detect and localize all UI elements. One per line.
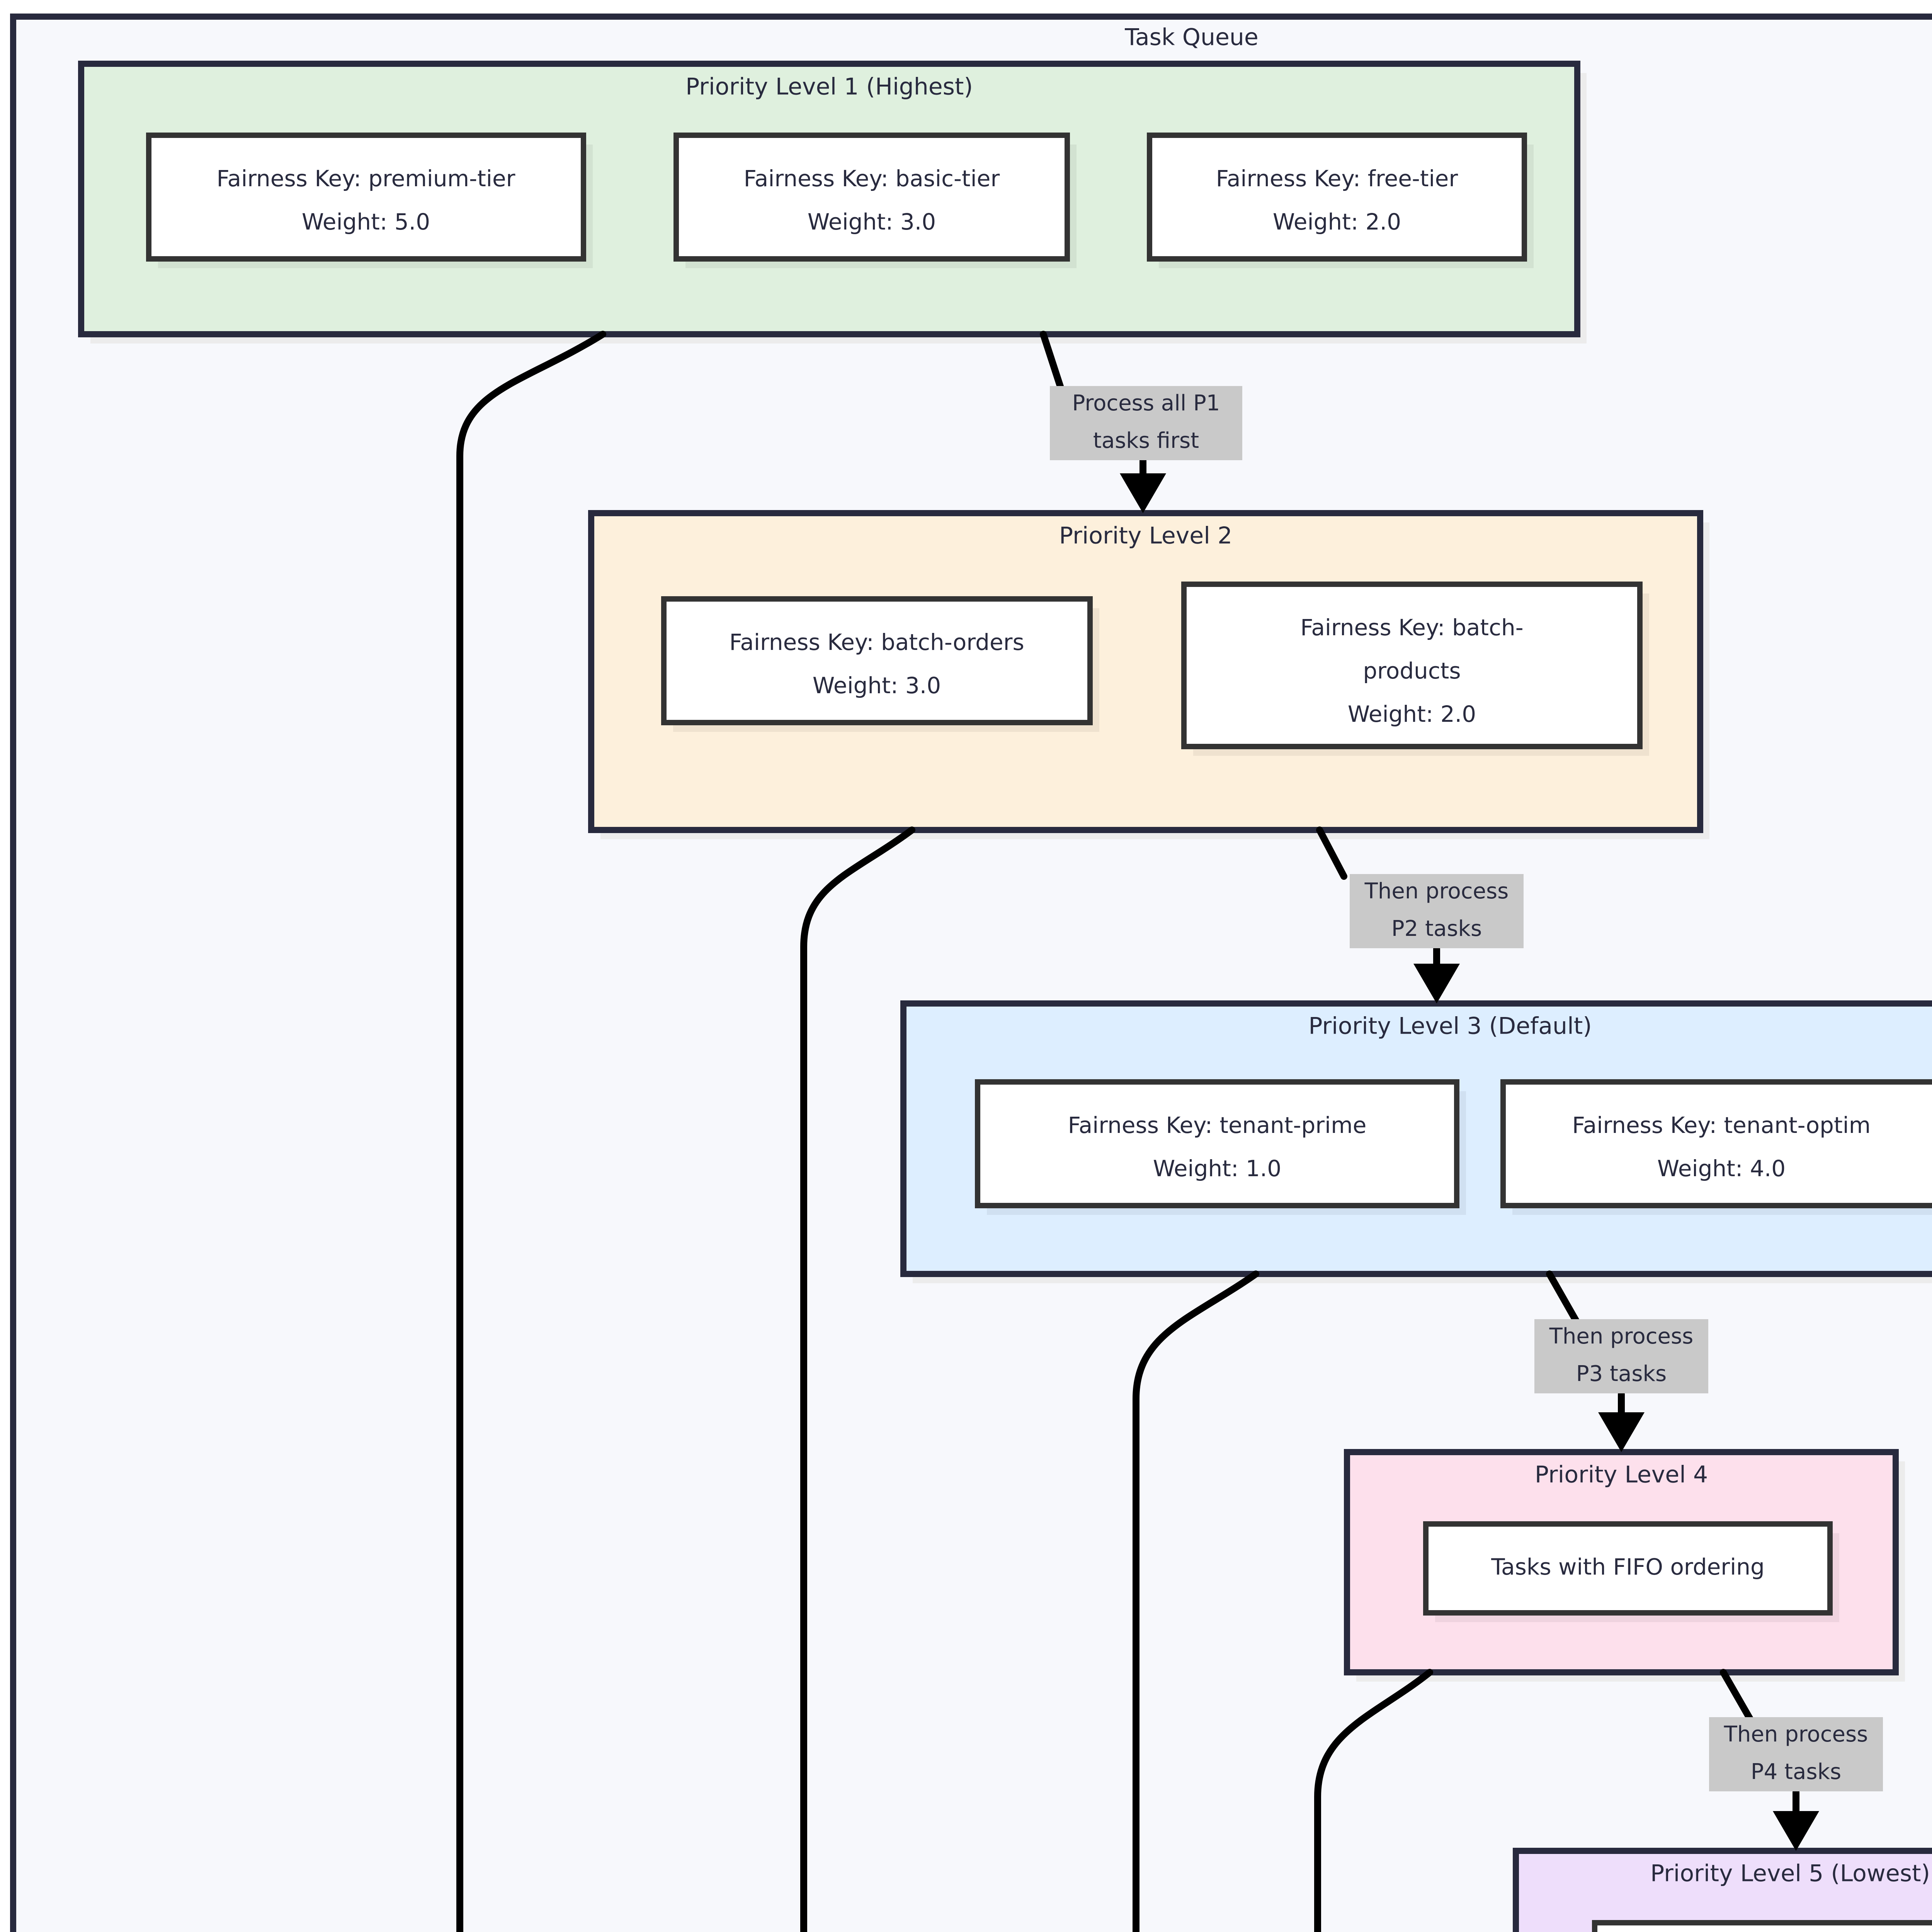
edge-p4-to-workers [1314, 1669, 1433, 1932]
node-p2n1-line1: Weight: 3.0 [813, 672, 941, 699]
edge-label-e3-line1: P3 tasks [1576, 1361, 1667, 1386]
node-p3n1-line1: Weight: 1.0 [1153, 1155, 1281, 1182]
node-p3n2-line0: Fairness Key: tenant-optim [1572, 1112, 1871, 1138]
node-p1n2[interactable] [673, 133, 1070, 262]
edge-p2-to-workers [800, 827, 915, 1932]
node-p3n2[interactable] [1500, 1079, 1932, 1208]
node-p2n2-line0: Fairness Key: batch- [1300, 614, 1523, 641]
node-p1n3-line0: Fairness Key: free-tier [1216, 165, 1458, 192]
cluster-p5-label: Priority Level 5 (Lowest) [1650, 1860, 1930, 1887]
node-p3n1-line0: Fairness Key: tenant-prime [1068, 1112, 1367, 1138]
edge-label-box-e3 [1534, 1319, 1708, 1393]
cluster-p5[interactable] [1513, 1848, 1932, 1932]
node-p1n3[interactable] [1147, 133, 1527, 262]
arrowhead-p1-p2 [1120, 473, 1166, 513]
arrowhead-p2-p3 [1413, 964, 1460, 1003]
node-p4n1[interactable] [1423, 1521, 1833, 1616]
edge-label-e3-line0: Then process [1549, 1324, 1694, 1349]
edge-p1-to-p2-upper [1040, 331, 1064, 391]
node-p3n2-line1: Weight: 4.0 [1657, 1155, 1786, 1182]
node-p2n2-line1: products [1363, 658, 1461, 684]
node-p2n2-line2: Weight: 2.0 [1348, 701, 1476, 727]
edge-label-box-e4 [1709, 1717, 1883, 1791]
edge-p2-to-p3-upper [1316, 827, 1347, 880]
node-p5n1[interactable] [1592, 1920, 1932, 1932]
edge-label-e2-line1: P2 tasks [1391, 916, 1482, 941]
edge-label-e1-line0: Process all P1 [1072, 391, 1220, 416]
node-p2n1-line0: Fairness Key: batch-orders [729, 629, 1024, 655]
cluster-p2-label: Priority Level 2 [1059, 522, 1232, 549]
diagram-title: Task Queue [1124, 24, 1259, 51]
node-p1n1-line1: Weight: 5.0 [302, 209, 430, 235]
node-p3n1[interactable] [975, 1079, 1459, 1208]
node-p1n1-line0: Fairness Key: premium-tier [216, 165, 515, 192]
edge-label-box-e2 [1350, 874, 1524, 948]
node-p1n1[interactable] [146, 133, 586, 262]
cluster-p4-label: Priority Level 4 [1535, 1461, 1708, 1488]
arrowhead-p4-p5 [1773, 1811, 1819, 1851]
node-p1n3-line1: Weight: 2.0 [1273, 209, 1401, 235]
cluster-p1-label: Priority Level 1 (Highest) [685, 73, 973, 100]
node-p2n1[interactable] [661, 596, 1093, 725]
node-p1n2-line0: Fairness Key: basic-tier [744, 165, 1000, 192]
edge-p3-to-workers [1133, 1270, 1259, 1932]
node-p4n1-line0: Tasks with FIFO ordering [1491, 1554, 1765, 1580]
node-p2n2[interactable] [1181, 582, 1643, 749]
edge-label-e4-line1: P4 tasks [1751, 1759, 1841, 1784]
arrowhead-p3-p4 [1598, 1412, 1645, 1452]
edge-label-box-e1 [1050, 386, 1242, 460]
edge-p3-to-p4-upper [1546, 1270, 1580, 1325]
edge-label-e4-line0: Then process [1724, 1722, 1868, 1747]
edge-p4-to-p5-upper [1720, 1669, 1754, 1723]
edge-label-e2-line0: Then process [1364, 879, 1509, 904]
edge-label-e1-line1: tasks first [1093, 428, 1199, 453]
cluster-p3-label: Priority Level 3 (Default) [1308, 1013, 1592, 1040]
edge-p1-to-workers [456, 331, 606, 1932]
node-p1n2-line1: Weight: 3.0 [808, 209, 936, 235]
